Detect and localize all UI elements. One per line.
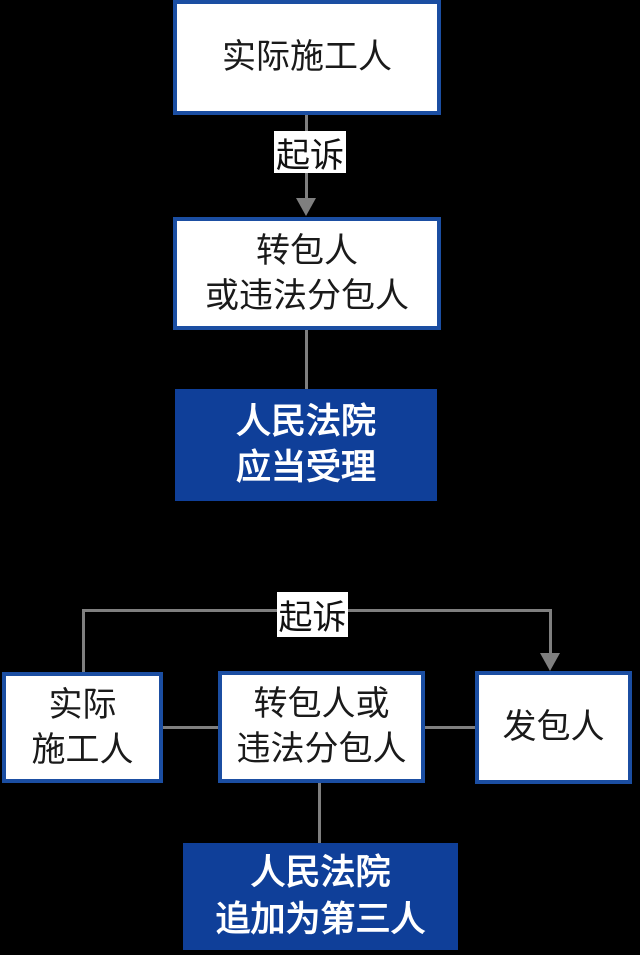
box-actual-constructor-bottom: 实际 施工人 xyxy=(2,672,163,783)
box-subcontractor-bottom-label: 转包人或 违法分包人 xyxy=(236,685,407,768)
connector-top-sue-line-lower xyxy=(305,173,308,199)
connector-subcontractor-to-employer xyxy=(425,726,475,729)
box-employer-label: 发包人 xyxy=(502,708,605,747)
box-actual-constructor-top: 实际施工人 xyxy=(173,0,441,115)
edge-label-sue-top: 起诉 xyxy=(274,131,346,175)
connector-constructor-to-subcontractor xyxy=(163,726,218,729)
arrowhead-into-employer-icon xyxy=(540,653,560,671)
box-actual-constructor-bottom-label: 实际 施工人 xyxy=(31,685,134,769)
box-court-should-accept-label: 人民法院 应当受理 xyxy=(235,401,376,487)
connector-sue-left-drop xyxy=(82,609,85,672)
box-actual-constructor-top-label: 实际施工人 xyxy=(222,38,392,77)
box-court-should-accept: 人民法院 应当受理 xyxy=(175,389,437,501)
arrowhead-into-subcontractor-icon xyxy=(296,198,316,216)
edge-label-sue-bottom-text: 起诉 xyxy=(278,599,347,637)
box-subcontractor-bottom: 转包人或 违法分包人 xyxy=(218,671,425,783)
edge-label-sue-bottom: 起诉 xyxy=(277,592,348,637)
box-court-add-third-party-label: 人民法院 追加为第三人 xyxy=(215,853,426,939)
box-subcontractor-top: 转包人 或违法分包人 xyxy=(173,217,441,330)
box-court-add-third-party: 人民法院 追加为第三人 xyxy=(183,843,458,950)
connector-top-sue-line-upper xyxy=(305,114,308,138)
connector-subcontractor-to-third-party xyxy=(318,783,321,843)
box-employer: 发包人 xyxy=(475,671,632,784)
box-subcontractor-top-label: 转包人 或违法分包人 xyxy=(205,231,409,315)
edge-label-sue-top-text: 起诉 xyxy=(276,136,344,175)
connector-subcontractor-to-court xyxy=(305,330,308,389)
connector-sue-right-drop xyxy=(549,609,552,654)
